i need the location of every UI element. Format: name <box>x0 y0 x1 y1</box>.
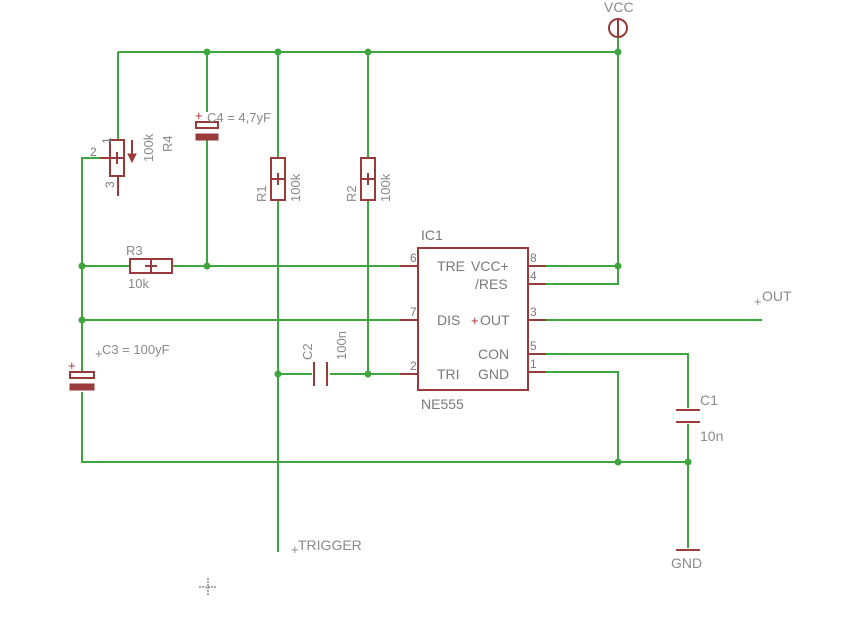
ic1-pin-number: 7 <box>410 305 417 319</box>
junction-dot <box>203 48 211 56</box>
c2-value: 100n <box>334 331 349 360</box>
ic1-pin-out: OUT <box>480 312 510 328</box>
ic1-pin-number: 6 <box>410 251 417 265</box>
svg-text:+: + <box>291 542 299 557</box>
ic1-pin-tre: TRE <box>437 258 465 274</box>
junction-dot <box>364 370 372 378</box>
ic1-ne555: IC1 NE555 TRE VCC+ /RES DIS + OUT CON TR… <box>400 227 546 412</box>
ic1-pin-gnd: GND <box>478 366 509 382</box>
ic1-pin-number: 8 <box>530 251 537 265</box>
ic1-value: NE555 <box>421 396 464 412</box>
r4-pin2: 2 <box>90 145 97 159</box>
crosshair-cursor-icon <box>199 578 217 596</box>
junctions <box>78 48 692 466</box>
ic1-pin-tri: TRI <box>437 366 460 382</box>
r4-value: 100k <box>141 133 156 162</box>
r3-name: R3 <box>126 243 143 258</box>
ic1-pin-number: 2 <box>410 359 417 373</box>
c4-label: C4 = 4,7yF <box>207 110 271 125</box>
c1-capacitor: C1 10n <box>676 392 723 444</box>
ic1-pin-vcc: VCC+ <box>471 258 509 274</box>
r4-pin1: 1 <box>100 137 114 144</box>
ic1-pin-number: 3 <box>530 305 537 319</box>
svg-text:+: + <box>95 346 103 361</box>
r4-pin3: 3 <box>103 181 117 188</box>
trigger-label: TRIGGER <box>298 537 362 553</box>
svg-text:+: + <box>754 294 762 309</box>
c4-capacitor: + C4 = 4,7yF <box>195 108 271 141</box>
r1-value: 100k <box>288 173 303 202</box>
r4-potentiometer: 1 2 3 100k R4 <box>90 133 175 196</box>
junction-dot <box>78 262 86 270</box>
ic1-pin-number: 4 <box>530 269 537 283</box>
r3-value: 10k <box>128 276 149 291</box>
ic1-pin-dis: DIS <box>437 312 460 328</box>
svg-text:+: + <box>68 358 76 373</box>
gnd-label: GND <box>671 555 702 571</box>
c1-name: C1 <box>700 392 718 408</box>
ic1-pin-res: /RES <box>475 276 508 292</box>
junction-dot <box>614 48 622 56</box>
c2-name: C2 <box>300 343 315 360</box>
junction-dot <box>203 262 211 270</box>
junction-dot <box>684 458 692 466</box>
r1-resistor: R1 100k <box>254 157 303 202</box>
ic1-pin-number: 5 <box>530 339 537 353</box>
ic1-name: IC1 <box>421 227 443 243</box>
c3-label: C3 = 100yF <box>102 342 170 357</box>
trigger-net: + TRIGGER <box>291 537 362 557</box>
ic1-pin-con: CON <box>478 346 509 362</box>
out-label: OUT <box>762 288 792 304</box>
gnd-supply: GND <box>671 549 702 571</box>
wires <box>81 38 762 552</box>
vcc-supply: VCC <box>604 0 634 38</box>
junction-dot <box>274 370 282 378</box>
svg-text:+: + <box>471 313 479 328</box>
ic1-pin-number: 1 <box>530 357 537 371</box>
junction-dot <box>78 316 86 324</box>
c2-capacitor: C2 100n <box>300 331 349 386</box>
junction-dot <box>274 48 282 56</box>
junction-dot <box>614 458 622 466</box>
vcc-label: VCC <box>604 0 634 15</box>
junction-dot <box>364 48 372 56</box>
r4-name: R4 <box>160 135 175 152</box>
r2-resistor: R2 100k <box>344 157 393 202</box>
out-net: + OUT <box>754 288 792 309</box>
r2-value: 100k <box>378 173 393 202</box>
c1-value: 10n <box>700 428 723 444</box>
junction-dot <box>614 262 622 270</box>
r2-name: R2 <box>344 185 359 202</box>
r3-resistor: R3 10k <box>126 243 173 291</box>
r1-name: R1 <box>254 185 269 202</box>
c3-capacitor: + + C3 = 100yF <box>68 342 170 391</box>
svg-text:+: + <box>195 108 203 123</box>
